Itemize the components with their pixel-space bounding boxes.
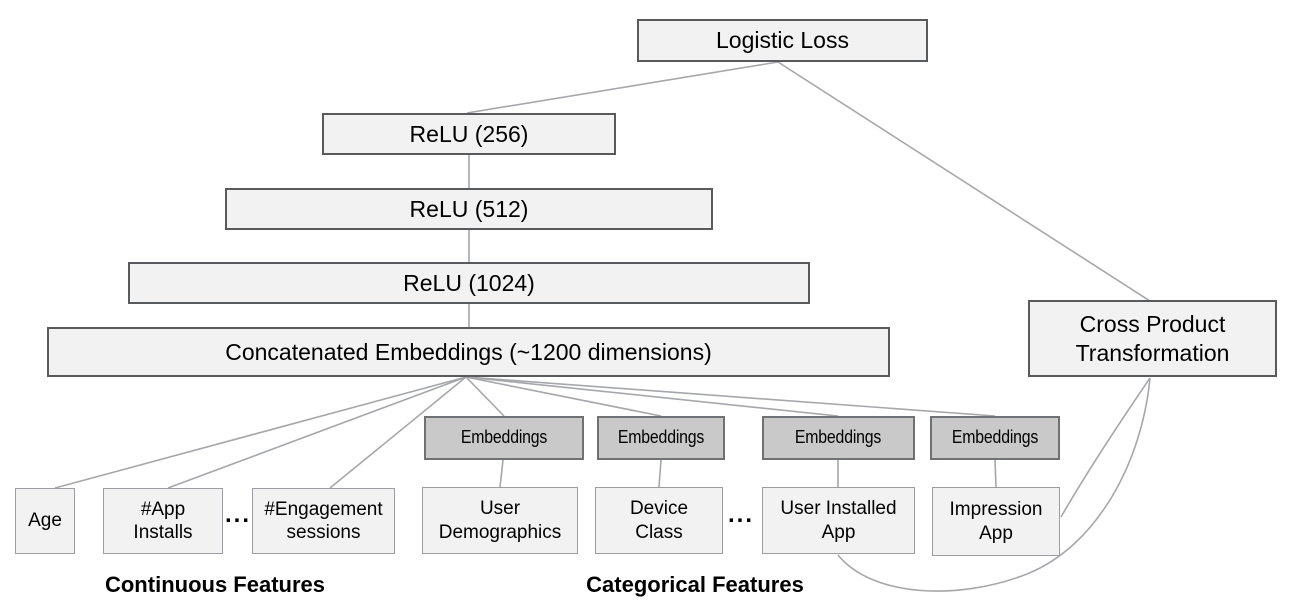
label-categorical-features: Categorical Features [586, 572, 804, 597]
ellipsis-categorical: ... [727, 501, 754, 528]
embeddings-box-user-demographics: Embeddings [424, 416, 584, 460]
embeddings-box-label: Embeddings [795, 427, 882, 448]
embeddings-box-device-class: Embeddings [597, 416, 725, 460]
edge-crossproduct-impressionapp [1060, 377, 1151, 518]
node-user-installed-app: User Installed App [762, 487, 915, 554]
edge-embeddings2-deviceclass [658, 459, 662, 488]
edge-embeddings4-impressionapp [994, 459, 997, 488]
edge-concat-age [54, 376, 467, 489]
node-user-demographics: User Demographics [422, 487, 578, 554]
node-app-installs: #App Installs [103, 488, 223, 554]
node-concatenated-embeddings: Concatenated Embeddings (~1200 dimension… [47, 327, 890, 377]
node-impression-app: Impression App [932, 487, 1060, 556]
embeddings-box-label: Embeddings [460, 427, 548, 448]
node-relu-256: ReLU (256) [322, 113, 616, 155]
embeddings-box-label: Embeddings [951, 427, 1039, 448]
node-relu-1024: ReLU (1024) [128, 262, 810, 304]
label-continuous-features: Continuous Features [104, 572, 325, 597]
embeddings-box-impression-app: Embeddings [930, 416, 1060, 460]
ellipsis-continuous: ... [224, 501, 251, 528]
edge-concat-engagement [329, 376, 467, 489]
edge-concat-embeddings1 [465, 376, 505, 417]
node-relu-512: ReLU (512) [225, 188, 713, 230]
node-engagement-sessions: #Engagement sessions [252, 488, 395, 554]
edge-concat-embeddings3 [465, 376, 839, 417]
node-device-class: Device Class [595, 487, 723, 554]
embeddings-box-label: Embeddings [617, 427, 705, 448]
edge-embeddings1-userdemographics [499, 459, 504, 488]
node-cross-product-transformation: Cross Product Transformation [1028, 300, 1277, 377]
embeddings-box-user-installed-app: Embeddings [762, 416, 915, 460]
node-age: Age [15, 488, 75, 554]
node-logistic-loss: Logistic Loss [637, 19, 928, 62]
edge-loss-relu256 [466, 61, 779, 114]
edge-concat-appinstalls [167, 376, 467, 489]
edge-loss-crossproduct [777, 61, 1151, 302]
edge-concat-embeddings4 [465, 376, 996, 417]
edge-concat-embeddings2 [465, 376, 662, 417]
edge-crossproduct-userinstalledapp [837, 377, 1151, 592]
